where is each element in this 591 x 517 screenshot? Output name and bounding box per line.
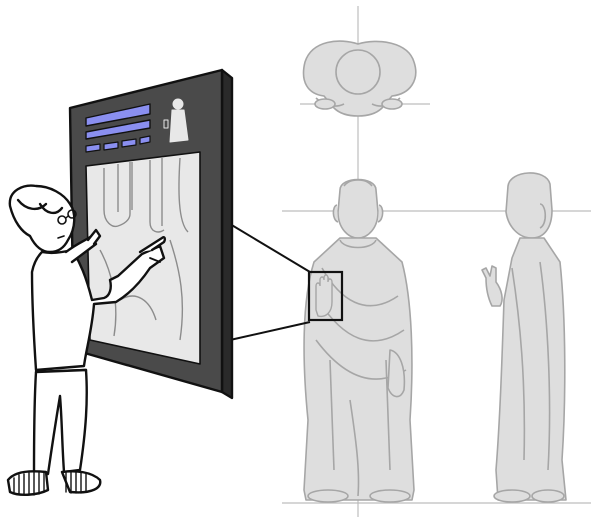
zoom-connector-upper [229,223,311,273]
statue-front-view [303,178,415,503]
statue-hand-detail [315,274,333,318]
panel-title-bar [85,103,151,127]
panel-screen-hand-image [99,157,189,341]
panel-menu-item-3 [121,138,137,148]
panel-menu-item-1 [85,143,101,153]
zoom-connector-lower [229,321,311,341]
zoom-callout [229,223,344,341]
person-shoes [6,470,102,496]
panel-menu-item-4 [139,135,151,145]
person-shirt [30,244,166,372]
person-head [8,184,76,254]
panel-menu-item-2 [103,141,119,151]
person-pointing [6,184,167,496]
panel-statue-thumbnail [163,98,189,143]
zoom-box [307,270,344,322]
statue-top-view [302,40,417,117]
statue-side-view [481,172,567,503]
person-legs [32,368,88,476]
panel-subtitle-bar [85,119,151,140]
